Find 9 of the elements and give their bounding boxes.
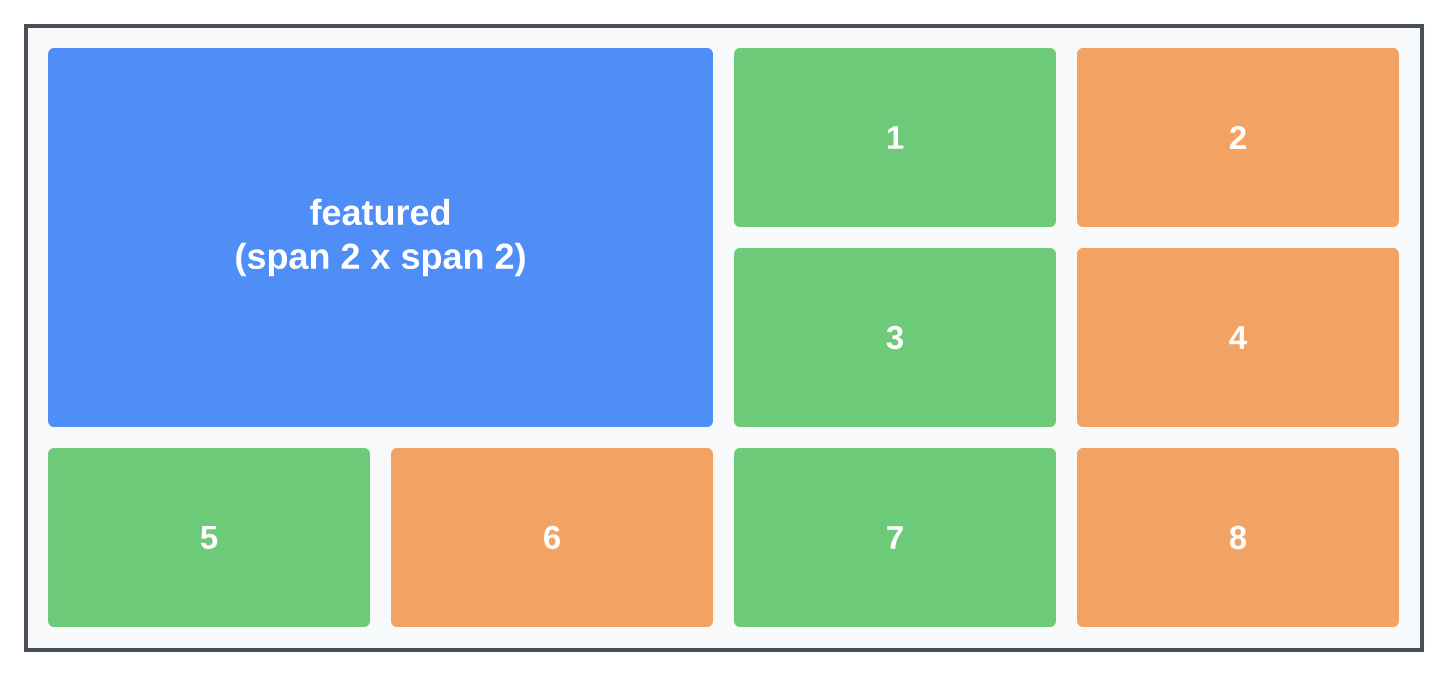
grid-tile: 3 xyxy=(734,248,1056,427)
grid-tile: 2 xyxy=(1077,48,1399,227)
featured-tile: featured (span 2 x span 2) xyxy=(48,48,713,427)
grid-tile: 7 xyxy=(734,448,1056,627)
grid-tile: 1 xyxy=(734,48,1056,227)
grid-tile: 6 xyxy=(391,448,713,627)
grid-tile: 4 xyxy=(1077,248,1399,427)
grid-tile: 5 xyxy=(48,448,370,627)
grid-tile: 8 xyxy=(1077,448,1399,627)
